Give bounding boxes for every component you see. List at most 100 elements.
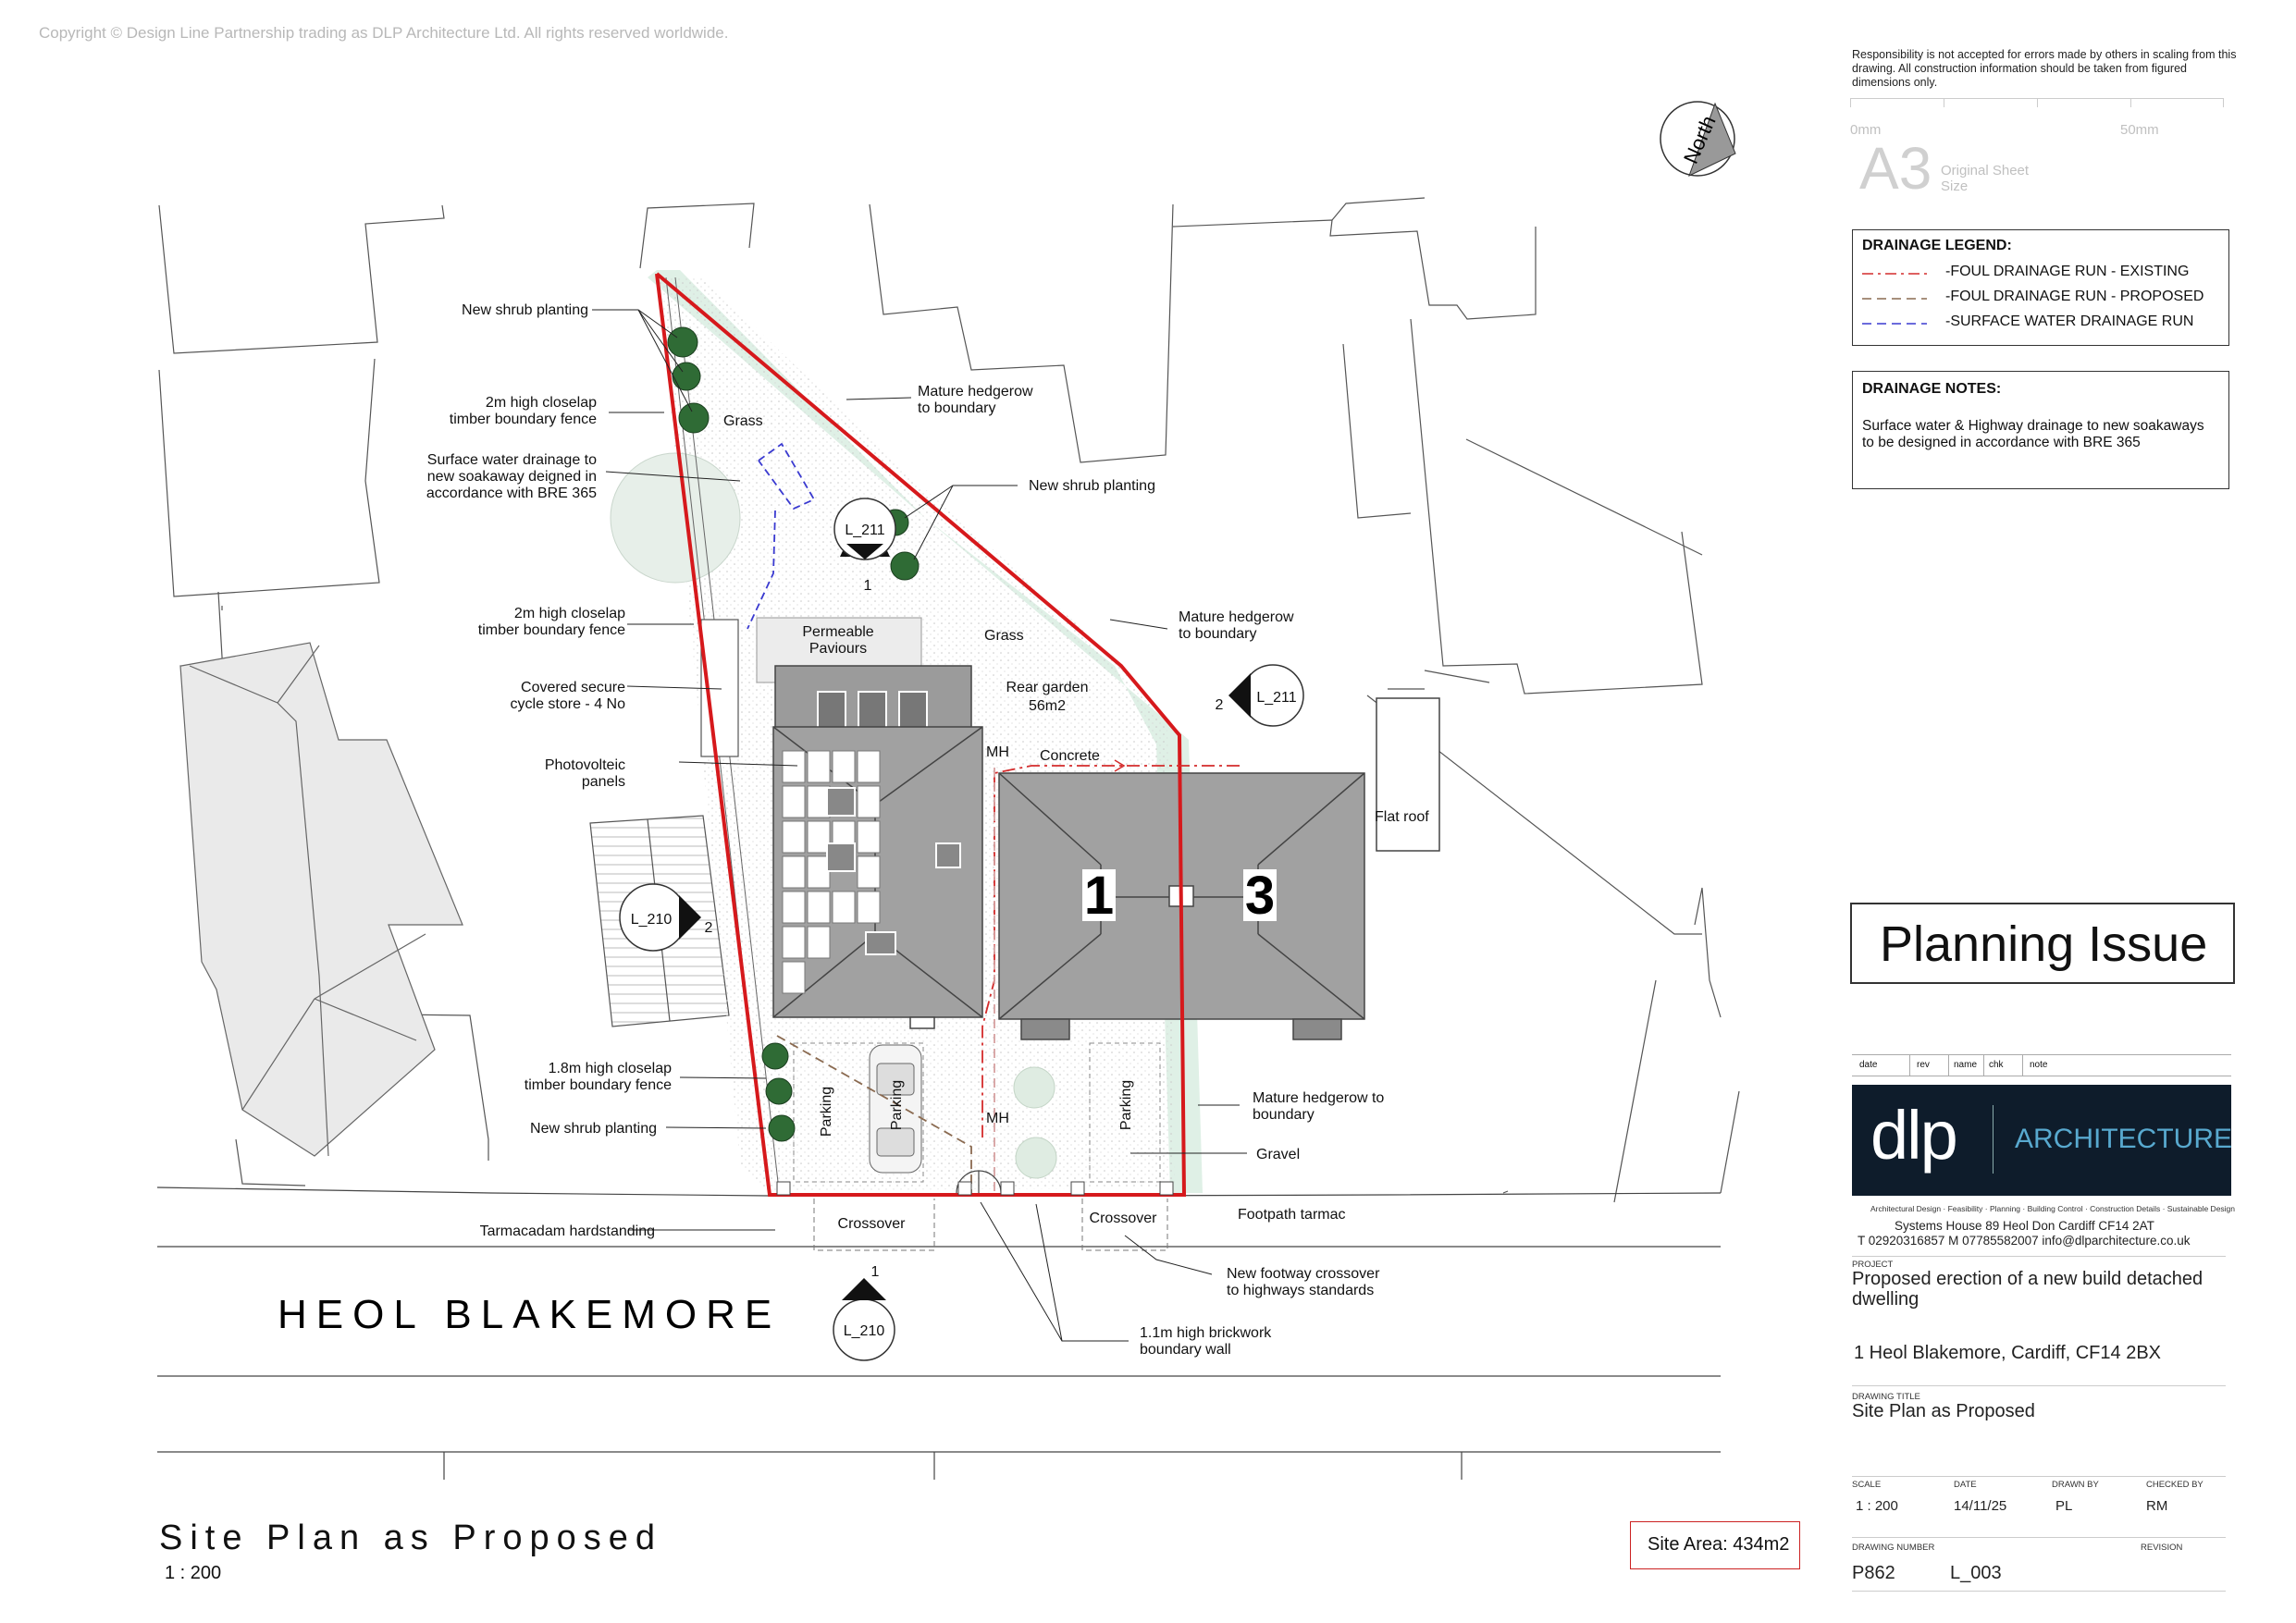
leader-lines [592, 309, 1247, 1342]
svg-text:Tarmacadam hardstanding: Tarmacadam hardstanding [480, 1223, 655, 1239]
responsibility-note: Responsibility is not accepted for error… [1852, 48, 2237, 89]
sheet-size: A3 Original Sheet Size [1859, 135, 2030, 202]
svg-text:Surface water drainage to: Surface water drainage to [427, 452, 597, 468]
svg-text:2m high closelap: 2m high closelap [486, 395, 597, 411]
section-marker-l211-top: L_211 1 [833, 498, 896, 594]
planning-issue-stamp: Planning Issue [1850, 903, 2235, 984]
section-marker-l210-bottom: L_210 1 [833, 1264, 895, 1361]
drainage-runs [747, 442, 1240, 1193]
svg-text:Mature hedgerow: Mature hedgerow [918, 384, 1033, 400]
svg-text:2m high closelap: 2m high closelap [514, 606, 625, 621]
svg-text:1: 1 [871, 1264, 880, 1280]
boundary-posts [776, 1181, 1174, 1196]
svg-text:timber boundary fence: timber boundary fence [450, 412, 597, 427]
dlp-logo: dlp ARCHITECTURE [1852, 1085, 2232, 1196]
svg-text:Permeable: Permeable [802, 624, 873, 640]
neighbour-roof-left [179, 642, 463, 1157]
scale-caption: SCALE [1852, 1480, 1882, 1490]
section-marker-l210-left: L_210 2 [619, 883, 713, 952]
svg-text:New shrub planting: New shrub planting [530, 1121, 657, 1137]
checked-caption: CHECKED BY [2146, 1480, 2203, 1490]
svg-text:L_210: L_210 [631, 912, 673, 928]
svg-text:L_211: L_211 [1256, 690, 1296, 706]
svg-text:Mature hedgerow: Mature hedgerow [1179, 609, 1294, 625]
street-name: HEOL BLAKEMORE [278, 1292, 781, 1337]
rooflights [826, 787, 961, 955]
svg-text:2: 2 [1216, 697, 1224, 713]
checked-by: RM [2146, 1498, 2168, 1514]
svg-text:Crossover: Crossover [1090, 1211, 1158, 1226]
crossovers [813, 1199, 1168, 1251]
plan-scale: 1 : 200 [165, 1563, 222, 1583]
pv-panels [782, 750, 881, 994]
svg-text:Flat roof: Flat roof [1375, 809, 1429, 825]
project-name: Proposed erection of a new build detache… [1852, 1269, 2203, 1309]
revision-table: date rev name chk note [1852, 1054, 2231, 1076]
scale-start: 0mm [1850, 122, 1882, 138]
svg-text:to boundary: to boundary [918, 400, 996, 416]
date-caption: DATE [1954, 1480, 1977, 1490]
svg-text:timber boundary fence: timber boundary fence [525, 1077, 672, 1093]
site-boundary [655, 272, 1187, 1197]
svg-text:Footpath tarmac: Footpath tarmac [1238, 1207, 1346, 1223]
svg-text:boundary wall: boundary wall [1140, 1342, 1231, 1358]
drawing-scale: 1 : 200 [1856, 1498, 1898, 1514]
firm-services: Architectural Design · Feasibility · Pla… [1870, 1204, 2236, 1213]
label-grass-left: Grass [723, 413, 763, 429]
svg-text:Covered secure: Covered secure [521, 680, 625, 695]
project-number: P862 [1852, 1563, 1895, 1583]
flat-roof-extension [1376, 697, 1440, 852]
svg-text:Mature hedgerow to: Mature hedgerow to [1253, 1090, 1384, 1106]
manhole-arrow [1114, 759, 1126, 772]
drawing-number: L_003 [1950, 1563, 2002, 1583]
label-shrub-top: New shrub planting [462, 302, 588, 318]
svg-text:1.1m high brickwork: 1.1m high brickwork [1140, 1325, 1272, 1341]
svg-text:MH: MH [986, 1111, 1009, 1126]
drawn-caption: DRAWN BY [2052, 1480, 2099, 1490]
svg-text:Paviours: Paviours [809, 641, 867, 657]
svg-text:MH: MH [986, 744, 1009, 760]
svg-text:to boundary: to boundary [1179, 626, 1257, 642]
svg-text:Photovolteic: Photovolteic [545, 757, 625, 773]
drawn-by: PL [2055, 1498, 2073, 1514]
project-address: 1 Heol Blakemore, Cardiff, CF14 2BX [1854, 1343, 2162, 1363]
svg-text:L_210: L_210 [844, 1323, 885, 1339]
svg-text:new soakaway deigned in: new soakaway deigned in [427, 469, 597, 485]
drawing-title: Site Plan as Proposed [1852, 1401, 2035, 1421]
svg-text:cycle store - 4 No: cycle store - 4 No [511, 696, 626, 712]
copyright-notice: Copyright © Design Line Partnership trad… [39, 24, 729, 42]
svg-text:Parking: Parking [819, 1087, 834, 1137]
drawing-number-caption: DRAWING NUMBER [1852, 1543, 1935, 1553]
annotations: New shrub planting 2m high closelap timb… [426, 302, 1429, 1358]
svg-text:New footway crossover: New footway crossover [1227, 1266, 1380, 1282]
svg-text:timber boundary fence: timber boundary fence [478, 622, 625, 638]
svg-text:to highways standards: to highways standards [1227, 1283, 1374, 1298]
svg-text:L_211: L_211 [845, 523, 884, 538]
section-marker-l211-right: L_211 2 [1216, 664, 1304, 727]
svg-text:panels: panels [582, 774, 625, 790]
svg-text:accordance with BRE 365: accordance with BRE 365 [426, 486, 597, 501]
north-arrow: North [1660, 101, 1736, 177]
neighbour-outlines [158, 197, 1740, 1203]
scale-bar: 0mm 50mm [1850, 98, 2224, 138]
drawing-title-caption: DRAWING TITLE [1852, 1392, 1920, 1402]
drainage-notes: DRAINAGE NOTES: Surface water & Highway … [1852, 371, 2229, 489]
firm-address: Systems House 89 Heol Don Cardiff CF14 2… [1858, 1219, 2191, 1248]
car-outline [869, 1044, 922, 1174]
svg-text:Parking: Parking [889, 1080, 905, 1130]
svg-text:2: 2 [705, 920, 713, 936]
project-caption: PROJECT [1852, 1260, 1894, 1270]
svg-text:Grass: Grass [984, 628, 1024, 644]
plan-title: Site Plan as Proposed [159, 1518, 663, 1557]
revision-caption: REVISION [2141, 1543, 2183, 1553]
plot-numbers: 1 3 [1082, 866, 1277, 926]
svg-text:Parking: Parking [1118, 1080, 1134, 1130]
svg-text:1: 1 [864, 578, 872, 594]
site-area-box: Site Area: 434m2 [1630, 1521, 1800, 1569]
rear-roof [774, 665, 972, 730]
svg-text:Gravel: Gravel [1256, 1147, 1300, 1162]
svg-text:boundary: boundary [1253, 1107, 1315, 1123]
neighbour-tree [610, 452, 741, 584]
svg-text:Concrete: Concrete [1040, 748, 1100, 764]
